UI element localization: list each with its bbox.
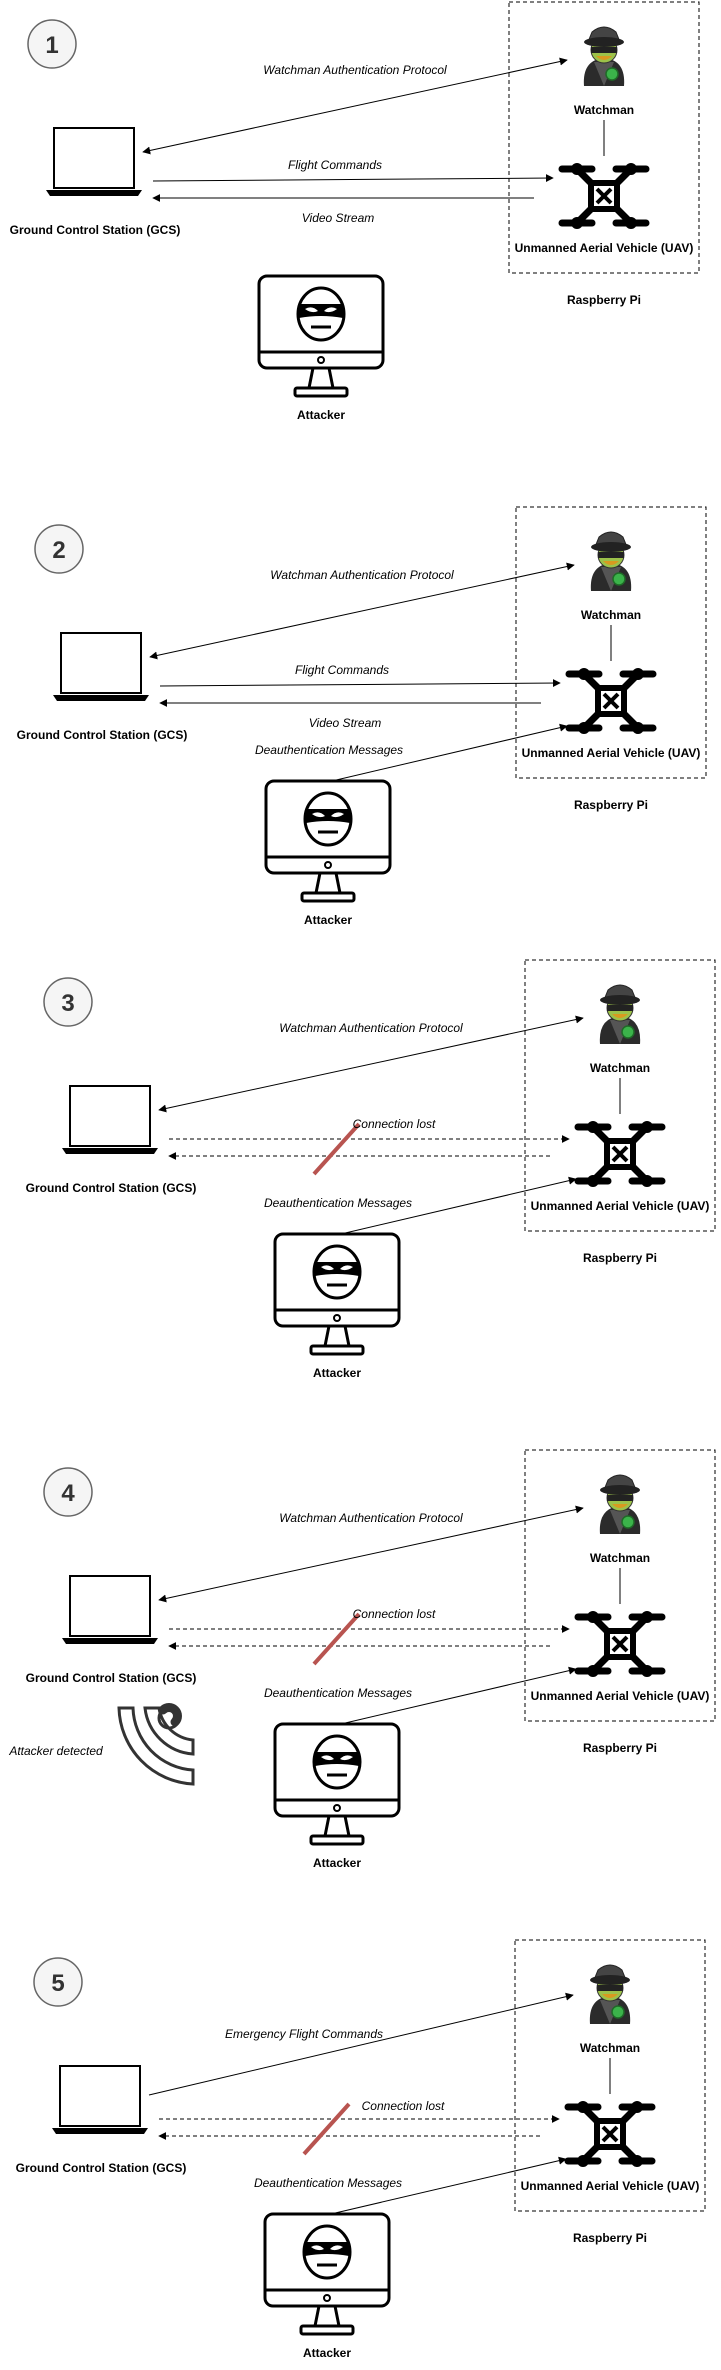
connection-lost-label: Connection lost bbox=[353, 1607, 436, 1621]
connection-lost-label: Connection lost bbox=[353, 1117, 436, 1131]
gcs-label: Ground Control Station (GCS) bbox=[17, 728, 188, 742]
attacker-icon bbox=[273, 1722, 401, 1846]
deauth-arrow bbox=[331, 723, 568, 782]
watchman-icon bbox=[599, 984, 641, 1045]
panel-3: 3 Raspberry Pi Ground Control Station (G… bbox=[26, 959, 716, 1380]
gcs-label: Ground Control Station (GCS) bbox=[26, 1671, 197, 1685]
deauth-arrow bbox=[330, 2156, 567, 2215]
attacker-label: Attacker bbox=[313, 1366, 361, 1380]
step-badge bbox=[33, 1957, 83, 2007]
auth-arrow bbox=[149, 562, 575, 660]
attacker-label: Attacker bbox=[313, 1856, 361, 1870]
watchman-icon bbox=[599, 1474, 641, 1535]
auth-arrow bbox=[142, 57, 568, 155]
deauth-label: Deauthentication Messages bbox=[264, 1196, 412, 1210]
wifi-detection-icon bbox=[119, 1708, 193, 1784]
step-number: 2 bbox=[52, 537, 65, 564]
watchman-label: Watchman bbox=[590, 1061, 650, 1075]
attacker-icon bbox=[264, 779, 392, 903]
broken-link-slash bbox=[312, 1612, 361, 1666]
uav-drone-icon bbox=[578, 1124, 662, 1184]
raspberry-pi-box bbox=[514, 1939, 706, 2212]
gcs-label: Ground Control Station (GCS) bbox=[26, 1181, 197, 1195]
broken-link-slash bbox=[302, 2102, 351, 2156]
deauth-label: Deauthentication Messages bbox=[255, 743, 403, 757]
gcs-laptop-icon bbox=[45, 127, 143, 197]
gcs-laptop-icon bbox=[61, 1085, 159, 1155]
flight-commands-arrow bbox=[152, 174, 554, 183]
attacker-icon bbox=[263, 2212, 391, 2336]
attacker-label: Attacker bbox=[303, 2346, 351, 2360]
deauth-arrow bbox=[340, 1666, 577, 1725]
gcs-label: Ground Control Station (GCS) bbox=[10, 223, 181, 237]
step-number: 5 bbox=[51, 1970, 64, 1997]
attacker-icon bbox=[257, 274, 385, 398]
watchman-label: Watchman bbox=[580, 2041, 640, 2055]
auth-arrow bbox=[158, 1505, 584, 1603]
attacker-label: Attacker bbox=[304, 913, 352, 927]
step-number: 4 bbox=[61, 1480, 75, 1507]
auth-label: Watchman Authentication Protocol bbox=[263, 63, 447, 77]
deauth-label: Deauthentication Messages bbox=[264, 1686, 412, 1700]
uav-drone-icon bbox=[568, 2104, 652, 2164]
gcs-laptop-icon bbox=[61, 1575, 159, 1645]
attacker-detected-label: Attacker detected bbox=[8, 1744, 103, 1758]
raspberry-pi-label: Raspberry Pi bbox=[573, 2231, 647, 2245]
uav-label: Unmanned Aerial Vehicle (UAV) bbox=[522, 746, 701, 760]
attacker-label: Attacker bbox=[297, 408, 345, 422]
auth-arrow bbox=[158, 1015, 584, 1113]
auth-label: Watchman Authentication Protocol bbox=[279, 1511, 463, 1525]
panel-2: 2 Raspberry Pi Ground Control Station (G… bbox=[17, 506, 707, 927]
uav-label: Unmanned Aerial Vehicle (UAV) bbox=[531, 1689, 710, 1703]
attacker-icon bbox=[273, 1232, 401, 1356]
video-stream-label: Video Stream bbox=[302, 211, 375, 225]
step-badge bbox=[43, 1467, 93, 1517]
step-number: 1 bbox=[45, 32, 58, 59]
gcs-label: Ground Control Station (GCS) bbox=[16, 2161, 187, 2175]
gcs-laptop-icon bbox=[51, 2065, 149, 2135]
uav-drone-icon bbox=[569, 671, 653, 731]
deauth-arrow bbox=[340, 1176, 577, 1235]
uav-label: Unmanned Aerial Vehicle (UAV) bbox=[531, 1199, 710, 1213]
emergency-commands-arrow bbox=[148, 1992, 574, 2096]
step-badge bbox=[27, 19, 77, 69]
watchman-icon bbox=[589, 1964, 631, 2025]
deauth-label: Deauthentication Messages bbox=[254, 2176, 402, 2190]
uav-label: Unmanned Aerial Vehicle (UAV) bbox=[515, 241, 694, 255]
raspberry-pi-label: Raspberry Pi bbox=[583, 1251, 657, 1265]
raspberry-pi-label: Raspberry Pi bbox=[574, 798, 648, 812]
step-badge bbox=[43, 977, 93, 1027]
watchman-icon bbox=[583, 26, 625, 87]
step-number: 3 bbox=[61, 990, 74, 1017]
watchman-label: Watchman bbox=[590, 1551, 650, 1565]
flight-commands-arrow bbox=[159, 679, 561, 688]
flight-commands-label: Flight Commands bbox=[295, 663, 389, 677]
panel-1: 1 Raspberry Pi Ground Control Station (G… bbox=[10, 1, 700, 422]
watchman-label: Watchman bbox=[574, 103, 634, 117]
raspberry-pi-label: Raspberry Pi bbox=[567, 293, 641, 307]
uav-drone-icon bbox=[562, 166, 646, 226]
panel-4: 4 Raspberry Pi Ground Control Station (G… bbox=[8, 1449, 716, 1870]
emergency-commands-label: Emergency Flight Commands bbox=[225, 2027, 383, 2041]
flight-commands-label: Flight Commands bbox=[288, 158, 382, 172]
auth-label: Watchman Authentication Protocol bbox=[279, 1021, 463, 1035]
connection-lost-label: Connection lost bbox=[362, 2099, 445, 2113]
uav-label: Unmanned Aerial Vehicle (UAV) bbox=[521, 2179, 700, 2193]
gcs-laptop-icon bbox=[52, 632, 150, 702]
broken-link-slash bbox=[312, 1122, 361, 1176]
uav-drone-icon bbox=[578, 1614, 662, 1674]
video-stream-label: Video Stream bbox=[309, 716, 382, 730]
watchman-icon bbox=[590, 531, 632, 592]
raspberry-pi-label: Raspberry Pi bbox=[583, 1741, 657, 1755]
watchman-label: Watchman bbox=[581, 608, 641, 622]
auth-label: Watchman Authentication Protocol bbox=[270, 568, 454, 582]
panel-5: 5 Raspberry Pi Ground Control Station (G… bbox=[16, 1939, 706, 2360]
step-badge bbox=[34, 524, 84, 574]
